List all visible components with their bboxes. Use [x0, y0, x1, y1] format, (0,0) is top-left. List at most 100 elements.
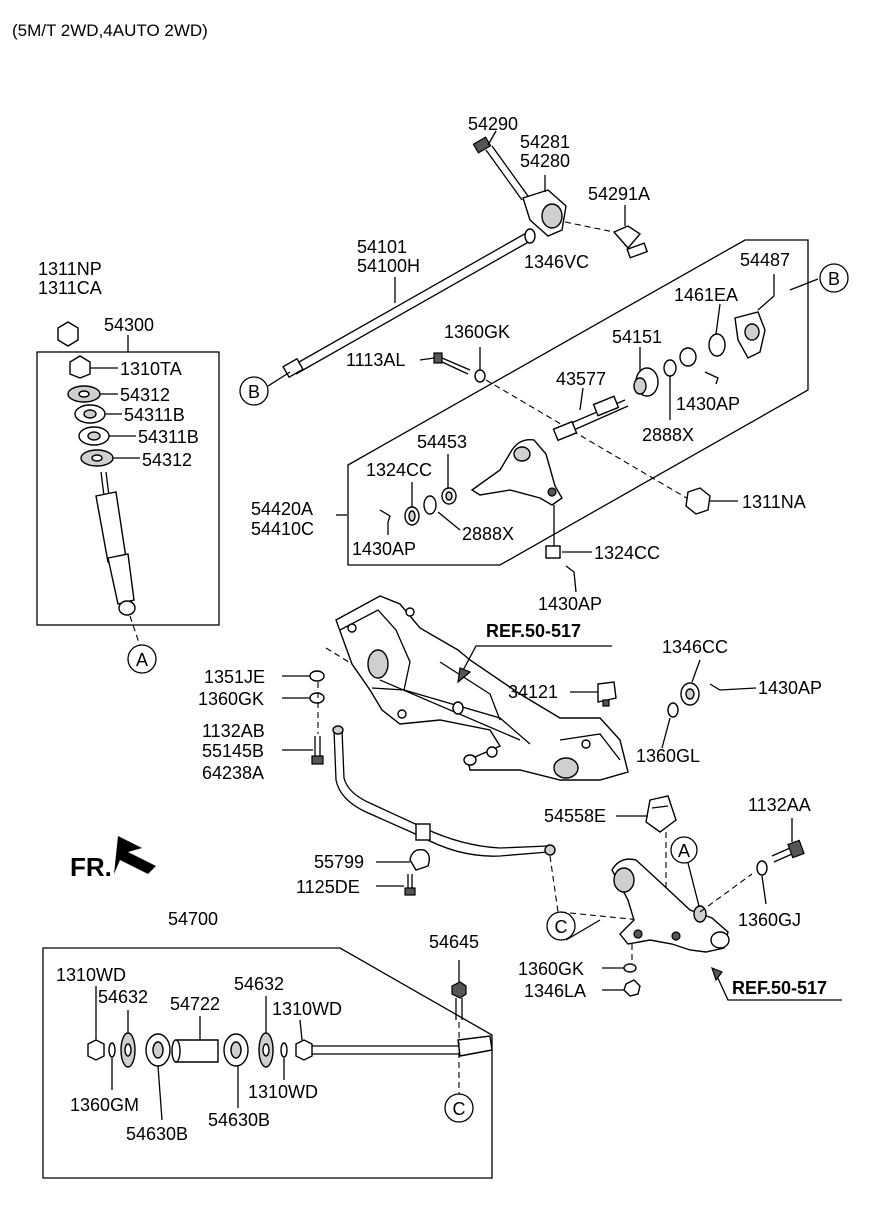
forward-arrow-icon	[114, 836, 156, 874]
part-label: 1311NA	[742, 492, 806, 512]
part-label: 54281	[520, 132, 570, 152]
part-label: 54311B	[138, 427, 199, 447]
washer-1360gl-part	[667, 702, 679, 718]
anchor-arm-part	[472, 136, 567, 237]
part-label: 1430AP	[676, 394, 740, 414]
bracket-55799-part	[409, 849, 431, 871]
part-label: 34121	[508, 682, 558, 702]
part-label: 1310WD	[248, 1082, 318, 1102]
part-label: 1360GM	[70, 1095, 139, 1115]
svg-text:A: A	[678, 841, 690, 861]
dust-cover-54558e-part	[645, 795, 677, 833]
circle-label-a-left: A	[127, 644, 157, 674]
part-label: 55145B	[202, 741, 264, 761]
part-label: 54291A	[588, 184, 650, 204]
circle-label-a-right: A	[670, 836, 698, 864]
part-label: 1324CC	[594, 543, 660, 563]
upper-arm-54420a-part	[470, 439, 563, 506]
torsion-bar-part	[282, 228, 536, 379]
part-label: 64238A	[202, 763, 264, 783]
bushing-54630b-a-part	[145, 1033, 171, 1067]
part-label: 54645	[429, 932, 479, 952]
cotter-pin-b-part	[379, 509, 391, 523]
part-label: 1311NP	[38, 259, 102, 279]
part-label: 1360GK	[444, 322, 510, 342]
upper-arm-kit-box	[347, 239, 809, 566]
ball-joint-54487-part	[734, 295, 775, 359]
part-label: 54420A	[251, 499, 313, 519]
washer-1360gk-bot-part	[623, 963, 637, 973]
part-label: 1360GK	[198, 689, 264, 709]
bushing-54630b-b-part	[223, 1033, 249, 1067]
ref-label-lower-arm: REF.50-517	[732, 978, 827, 998]
circle-label-b-left: B	[239, 376, 269, 406]
nut-1311na-part	[685, 487, 711, 515]
part-label: 54151	[612, 327, 662, 347]
part-label: 54410C	[251, 519, 314, 539]
part-label: 54100H	[357, 256, 420, 276]
cotter-pin-a-part	[704, 371, 719, 385]
stabilizer-link-rod-part	[312, 1035, 493, 1057]
circle-label-b-right: B	[819, 263, 849, 293]
svg-text:B: B	[248, 382, 260, 402]
part-label: 54311B	[124, 405, 185, 425]
stabilizer-link-kit-box	[42, 947, 493, 1179]
part-label: 54722	[170, 994, 220, 1014]
stabilizer-bar-part	[332, 725, 556, 857]
part-label: 1132AA	[748, 795, 811, 815]
washer-1360gj-part	[756, 860, 768, 876]
part-label: 2888X	[462, 524, 514, 544]
bushing-54311b-b-part	[78, 426, 110, 446]
nut-1324cc-part	[404, 506, 420, 526]
bushing-cap-part	[679, 347, 697, 367]
part-label: 1113AL	[346, 350, 405, 370]
nut-1346la-part	[623, 979, 641, 997]
nut-1310wd-a-part	[87, 1039, 105, 1061]
shaft-43577-part	[552, 395, 629, 442]
retainer-54632-a-part	[120, 1032, 136, 1068]
part-label: 1132AB	[202, 721, 265, 741]
bolt-1113al-part	[433, 352, 471, 375]
svg-text:A: A	[136, 650, 148, 670]
bracket-part	[564, 205, 649, 259]
washer-link-part	[280, 1042, 288, 1058]
part-label: 1360GK	[518, 959, 584, 979]
part-label: 43577	[556, 369, 606, 389]
part-label: 54632	[98, 987, 148, 1007]
part-label: 54453	[417, 432, 467, 452]
part-label: 54630B	[208, 1110, 270, 1130]
part-label: 54630B	[126, 1124, 188, 1144]
part-label: 54300	[104, 315, 154, 335]
part-label: 54487	[740, 250, 790, 270]
nut-1324cc-b-part	[545, 545, 561, 559]
part-label: 1360GL	[636, 746, 700, 766]
direction-label: FR.	[70, 852, 112, 882]
part-label: 54558E	[544, 806, 606, 826]
part-label: 1346CC	[662, 637, 728, 657]
circle-label-c-bottom: C	[444, 1093, 474, 1123]
bushing-1346cc-part	[680, 682, 700, 706]
circle-label-c-mid: C	[546, 911, 576, 941]
retainer-54632-b-part	[258, 1032, 274, 1068]
part-label: 54290	[468, 114, 518, 134]
svg-text:B: B	[828, 269, 840, 289]
part-label: 54101	[357, 237, 407, 257]
washer-1360gk-mid-part	[309, 692, 325, 704]
diagram-header: (5M/T 2WD,4AUTO 2WD)	[12, 21, 208, 40]
part-label: 1430AP	[352, 539, 416, 559]
part-label: 1430AP	[758, 678, 822, 698]
nut-1310wd-b-part	[295, 1039, 313, 1061]
part-label: 1125DE	[296, 877, 360, 897]
part-label: 54312	[120, 385, 170, 405]
bolt-54645-part	[451, 981, 467, 1020]
washer-54312-a-part	[67, 385, 101, 403]
part-label: 1310WD	[56, 965, 126, 985]
bolt-1132aa-part	[771, 839, 805, 863]
bushing-54453-part	[441, 487, 457, 505]
nut-1310ta-part	[69, 355, 91, 379]
bushing-54311b-a-part	[74, 404, 106, 424]
washer-1360gm-part	[108, 1042, 116, 1058]
part-label: 54632	[234, 974, 284, 994]
part-label: 1430AP	[538, 594, 602, 614]
